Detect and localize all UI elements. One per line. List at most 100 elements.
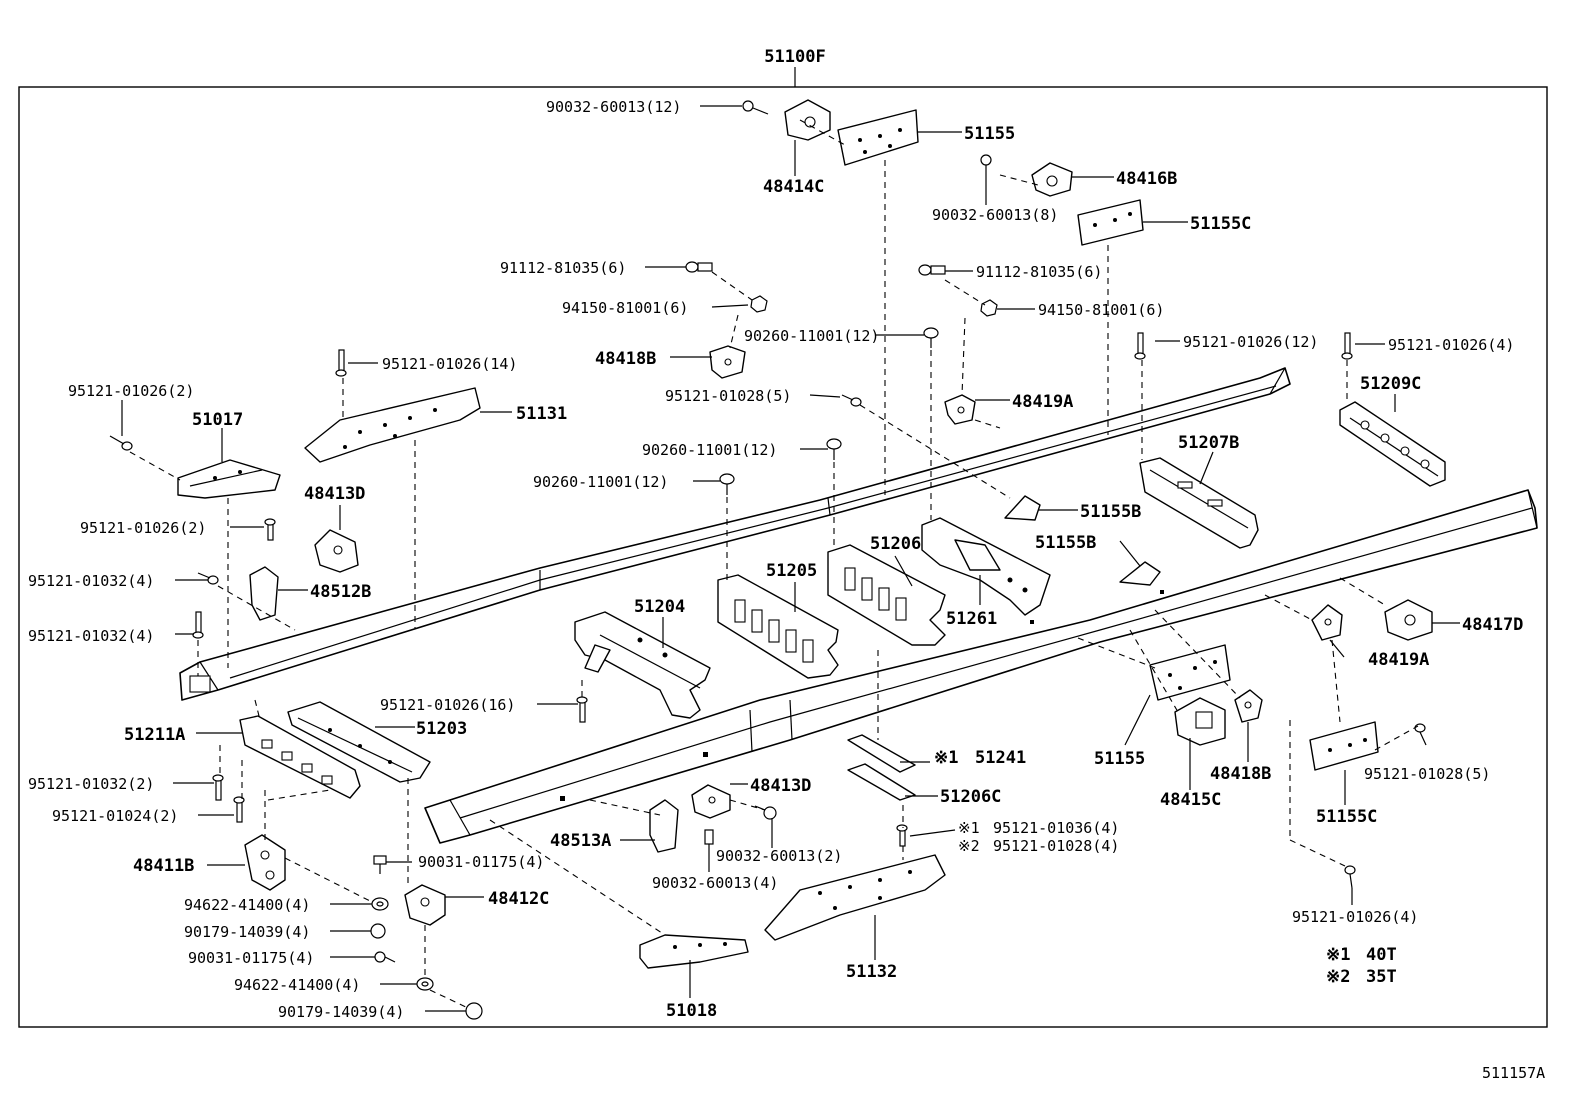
hanger-48419A-right xyxy=(1311,604,1343,641)
nut-icon xyxy=(370,923,386,939)
fastener-label: 95121-01032(2) xyxy=(28,775,154,793)
fastener-label: 95121-01036(4) xyxy=(993,819,1119,837)
fastener-label: 95121-01032(4) xyxy=(28,572,154,590)
fastener-label: 95121-01032(4) xyxy=(28,627,154,645)
bolt-icon xyxy=(980,154,992,180)
rivet-icon xyxy=(576,696,588,723)
legend-mark: ※1 xyxy=(1326,945,1350,965)
assembly-dashed-lines xyxy=(129,119,1419,1009)
bolt-icon xyxy=(685,261,713,273)
part-label: 48419A xyxy=(1012,392,1073,412)
fastener-label: 90031-01175(4) xyxy=(418,853,544,871)
part-label: 48415C xyxy=(1160,790,1221,810)
legend-value: 35T xyxy=(1366,967,1397,987)
nut-icon xyxy=(465,1002,483,1020)
plate-51206C xyxy=(847,763,916,801)
legend-value: 40T xyxy=(1366,945,1397,965)
rivet-icon xyxy=(841,394,862,407)
bolt-icon xyxy=(754,805,777,820)
rivet-icon xyxy=(1341,332,1353,360)
rivet-icon xyxy=(233,796,245,823)
part-label: ※1 xyxy=(934,748,958,768)
fastener-label: 90032-60013(4) xyxy=(652,874,778,892)
right-side-rail xyxy=(424,489,1538,844)
fastener-label: 95121-01028(5) xyxy=(1364,765,1490,783)
crossmember-51209C xyxy=(1339,401,1446,487)
crossmember-51204 xyxy=(574,611,711,719)
hanger-48418B-bottom xyxy=(1234,689,1263,723)
part-label: 51155B xyxy=(1080,502,1141,522)
crossmember-51205 xyxy=(717,574,839,679)
assembly-title: 51100F xyxy=(764,47,825,67)
part-label: 51155C xyxy=(1316,807,1377,827)
plate-51155C-top xyxy=(1077,199,1144,246)
fastener-label: ※1 xyxy=(958,819,980,837)
fastener-label: 90032-60013(8) xyxy=(932,206,1058,224)
bracket-48413D-center xyxy=(691,784,731,819)
fastener-label: 94150-81001(6) xyxy=(1038,301,1164,319)
part-label: 51261 xyxy=(946,609,997,629)
part-label: 51204 xyxy=(634,597,685,617)
fastener-label: 95121-01026(4) xyxy=(1388,336,1514,354)
fastener-label: 95121-01026(2) xyxy=(80,519,206,537)
part-label: 51155 xyxy=(1094,749,1145,769)
hanger-48418B-top xyxy=(709,345,746,379)
part-label: 51131 xyxy=(516,404,567,424)
hanger-48419A-top xyxy=(944,394,976,425)
fastener-label: 90260-11001(12) xyxy=(642,441,777,459)
crossmember-51207B xyxy=(1139,457,1259,549)
rivet-icon xyxy=(192,611,204,639)
fastener-label: 94622-41400(4) xyxy=(234,976,360,994)
rear-bracket-51017 xyxy=(177,459,281,499)
fastener-label: 95121-01026(14) xyxy=(382,355,517,373)
part-label: 51155B xyxy=(1035,533,1096,553)
part-label: 48419A xyxy=(1368,650,1429,670)
part-label: 48412C xyxy=(488,889,549,909)
fastener-label: 90179-14039(4) xyxy=(184,923,310,941)
part-label: 51018 xyxy=(666,1001,717,1021)
part-label: 48413D xyxy=(750,776,811,796)
leader-lines xyxy=(121,105,1460,1012)
bracket-48513A xyxy=(649,799,679,853)
rivet-icon xyxy=(197,572,219,585)
plate-51155B-mid xyxy=(1004,495,1041,521)
fastener-label: 90032-60013(12) xyxy=(546,98,681,116)
crossmember-51203 xyxy=(287,701,431,783)
part-label: 48418B xyxy=(595,349,656,369)
part-label: 48416B xyxy=(1116,169,1177,189)
bracket-51018 xyxy=(639,934,749,969)
part-label: 51211A xyxy=(124,725,185,745)
fastener-label: 94150-81001(6) xyxy=(562,299,688,317)
shackle-bracket-48411B xyxy=(244,834,286,891)
part-label: 48411B xyxy=(133,856,194,876)
reinforcement-51131 xyxy=(304,387,481,463)
fastener-label: 90032-60013(2) xyxy=(716,847,842,865)
fastener-label: 95121-01028(4) xyxy=(993,837,1119,855)
bolt-icon xyxy=(704,829,714,856)
fastener-label: 95121-01026(12) xyxy=(1183,333,1318,351)
bolt-icon xyxy=(742,100,769,115)
fastener-label: 95121-01024(2) xyxy=(52,807,178,825)
diagram-ref-code: 511157A xyxy=(1482,1064,1545,1082)
bracket-48413D-left xyxy=(314,529,359,573)
plate-51155B-right xyxy=(1119,561,1161,586)
plate-51241 xyxy=(847,734,916,773)
crossmember-51206 xyxy=(827,544,946,646)
bolt-icon xyxy=(374,951,396,963)
rivet-icon xyxy=(1134,332,1146,360)
part-label: 51017 xyxy=(192,410,243,430)
washer-icon xyxy=(416,977,434,991)
crossmember-51211A xyxy=(239,715,361,799)
part-label: 48414C xyxy=(763,177,824,197)
left-side-rail xyxy=(179,367,1291,701)
part-label: 51132 xyxy=(846,962,897,982)
fastener-label: 91112-81035(6) xyxy=(500,259,626,277)
bolt-icon xyxy=(918,264,946,276)
fastener-label: 90260-11001(12) xyxy=(533,473,668,491)
fastener-label: 90260-11001(12) xyxy=(744,327,879,345)
bracket-48512B xyxy=(249,566,279,621)
fastener-label: 90179-14039(4) xyxy=(278,1003,404,1021)
part-label: 51203 xyxy=(416,719,467,739)
bracket-48417D xyxy=(1384,599,1433,641)
